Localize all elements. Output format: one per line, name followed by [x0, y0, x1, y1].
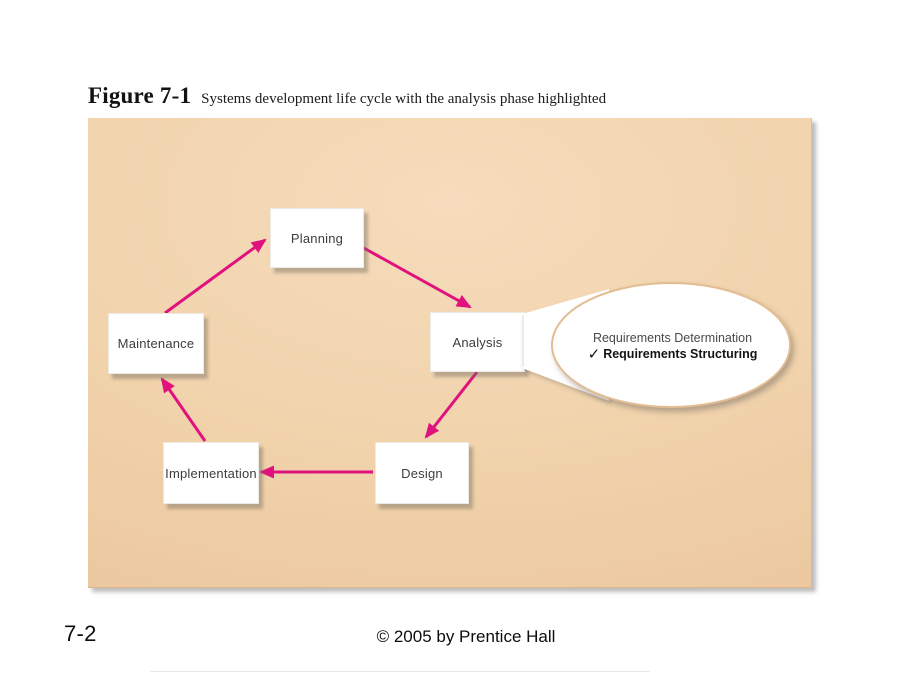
node-maintenance: Maintenance: [108, 313, 204, 374]
figure-title: Figure 7-1 Systems development life cycle…: [88, 83, 606, 109]
node-design: Design: [375, 442, 469, 504]
figure-label: Figure 7-1: [88, 83, 192, 108]
node-implementation: Implementation: [163, 442, 259, 504]
page-number: 7-2: [64, 621, 97, 646]
copyright-notice: © 2005 by Prentice Hall: [376, 627, 556, 646]
node-analysis: Analysis: [430, 312, 525, 372]
node-planning: Planning: [270, 208, 364, 268]
figure-caption: Systems development life cycle with the …: [201, 91, 607, 107]
callout-text: Requirements Determination ✓Requirements…: [550, 330, 795, 363]
callout-line-requirements-determination: Requirements Determination: [592, 331, 753, 345]
node-label: Implementation: [165, 465, 257, 481]
node-label: Analysis: [452, 334, 503, 350]
check-icon: ✓: [587, 346, 601, 363]
edge-maintenance-planning: [164, 238, 267, 315]
edge-analysis-design: [424, 371, 479, 439]
bottom-divider: [150, 671, 650, 672]
cycle-arrows: [160, 238, 479, 479]
callout-line2-text: Requirements Structuring: [603, 347, 758, 361]
node-label: Design: [401, 465, 443, 481]
edge-planning-analysis: [361, 245, 472, 309]
edge-implementation-maintenance: [160, 377, 207, 442]
diagram-panel: Planning Analysis Design Implementation …: [88, 118, 812, 588]
callout-line-requirements-structuring: ✓Requirements Structuring: [550, 346, 795, 363]
node-label: Maintenance: [117, 336, 195, 351]
node-label: Planning: [290, 230, 344, 246]
